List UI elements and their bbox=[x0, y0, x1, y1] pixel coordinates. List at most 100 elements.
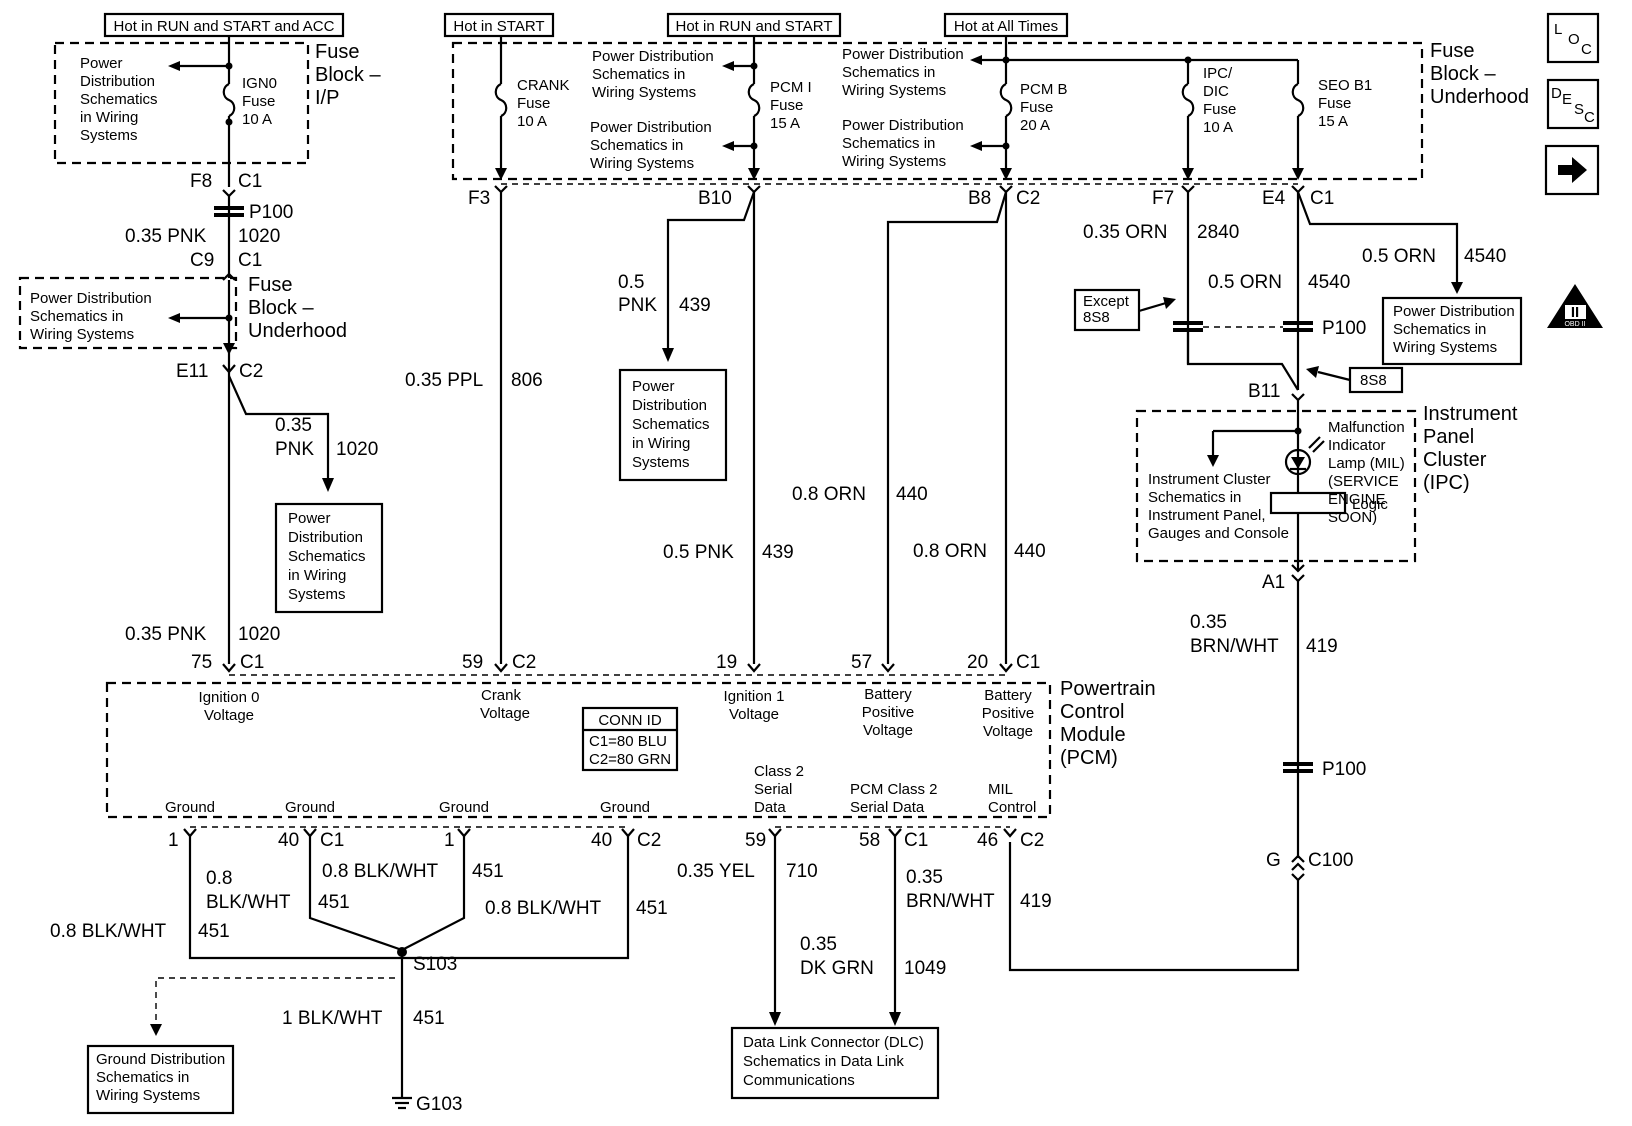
svg-text:C: C bbox=[1581, 41, 1592, 58]
svg-text:Data Link Connector (DLC): Data Link Connector (DLC) bbox=[743, 1034, 924, 1051]
svg-text:Voltage: Voltage bbox=[204, 707, 254, 724]
svg-text:8S8: 8S8 bbox=[1360, 372, 1387, 389]
svg-text:0.35: 0.35 bbox=[906, 867, 943, 888]
svg-text:Ground: Ground bbox=[165, 799, 215, 816]
svg-text:0.8 BLK/WHT: 0.8 BLK/WHT bbox=[50, 921, 167, 942]
p100-inline-connector-ipc: P100 bbox=[1173, 318, 1366, 339]
svg-text:440: 440 bbox=[1014, 541, 1046, 562]
svg-text:Fuse: Fuse bbox=[242, 93, 275, 110]
svg-text:4540: 4540 bbox=[1308, 272, 1350, 293]
svg-text:Ground: Ground bbox=[439, 799, 489, 816]
hot-label-all-times: Hot at All Times bbox=[943, 12, 1069, 38]
svg-text:439: 439 bbox=[762, 542, 794, 563]
svg-text:Block –: Block – bbox=[315, 64, 381, 86]
svg-text:BRN/WHT: BRN/WHT bbox=[1190, 636, 1279, 657]
pcm-b-fuse bbox=[999, 82, 1013, 118]
svg-text:Wiring Systems: Wiring Systems bbox=[30, 326, 134, 343]
svg-text:Ignition 1: Ignition 1 bbox=[724, 688, 785, 705]
fuse-block-ip-title: Fuse Block – I/P bbox=[315, 41, 381, 109]
svg-text:Power Distribution: Power Distribution bbox=[592, 48, 714, 65]
svg-text:1020: 1020 bbox=[238, 624, 280, 645]
svg-text:O: O bbox=[1568, 31, 1580, 48]
svg-text:C100: C100 bbox=[1308, 850, 1353, 871]
seo-b1-fuse bbox=[1291, 82, 1305, 118]
svg-text:Wiring Systems: Wiring Systems bbox=[592, 84, 696, 101]
svg-text:10 A: 10 A bbox=[517, 113, 547, 130]
svg-text:CRANK: CRANK bbox=[517, 77, 570, 94]
svg-text:58: 58 bbox=[859, 830, 880, 851]
svg-text:P100: P100 bbox=[249, 202, 293, 223]
svg-text:IGN0: IGN0 bbox=[242, 75, 277, 92]
svg-text:15 A: 15 A bbox=[770, 115, 800, 132]
loc-icon[interactable]: L O C bbox=[1546, 12, 1600, 64]
ipc-dic-fuse bbox=[1181, 82, 1195, 118]
svg-text:S103: S103 bbox=[413, 954, 457, 975]
power-dist-ref-pcmi-top: Power Distribution Schematics in Wiring … bbox=[592, 48, 714, 101]
svg-text:Wiring Systems: Wiring Systems bbox=[590, 155, 694, 172]
svg-text:2840: 2840 bbox=[1197, 222, 1239, 243]
svg-text:Except: Except bbox=[1083, 293, 1130, 310]
svg-text:Wiring Systems: Wiring Systems bbox=[842, 82, 946, 99]
svg-text:Systems: Systems bbox=[288, 586, 346, 603]
svg-text:Power Distribution: Power Distribution bbox=[842, 46, 964, 63]
svg-text:ENGINE: ENGINE bbox=[1328, 491, 1386, 508]
svg-text:Power: Power bbox=[80, 55, 123, 72]
svg-text:Control: Control bbox=[1060, 701, 1124, 723]
next-arrow-icon[interactable] bbox=[1544, 144, 1600, 196]
svg-text:C1: C1 bbox=[238, 171, 262, 192]
svg-text:0.5 ORN: 0.5 ORN bbox=[1362, 246, 1436, 267]
svg-text:C1: C1 bbox=[1016, 652, 1040, 673]
svg-text:Block –: Block – bbox=[248, 297, 314, 319]
conn-id-box bbox=[581, 706, 679, 772]
svg-text:1: 1 bbox=[444, 830, 455, 851]
ign0-fuse-label: IGN0 Fuse 10 A bbox=[242, 75, 277, 128]
mil-lamp-icon bbox=[1284, 436, 1325, 476]
power-dist-ref-pcmb-top: Power Distribution Schematics in Wiring … bbox=[842, 46, 964, 99]
fuse-block-ip-outline bbox=[53, 41, 310, 165]
svg-text:C2: C2 bbox=[239, 361, 263, 382]
svg-text:57: 57 bbox=[851, 652, 872, 673]
svg-text:19: 19 bbox=[716, 652, 737, 673]
svg-text:Voltage: Voltage bbox=[983, 723, 1033, 740]
svg-text:C1: C1 bbox=[1310, 188, 1334, 209]
svg-text:DK GRN: DK GRN bbox=[800, 958, 874, 979]
svg-text:1049: 1049 bbox=[904, 958, 946, 979]
svg-text:0.35 YEL: 0.35 YEL bbox=[677, 861, 755, 882]
svg-text:C2: C2 bbox=[1020, 830, 1044, 851]
power-dist-box-1020 bbox=[274, 502, 384, 614]
svg-text:Battery: Battery bbox=[864, 686, 912, 703]
ground-symbol-icon bbox=[392, 1096, 412, 1110]
svg-text:Ground Distribution: Ground Distribution bbox=[96, 1051, 225, 1068]
svg-text:1 BLK/WHT: 1 BLK/WHT bbox=[282, 1008, 383, 1029]
power-dist-ref-pcmb-bottom: Power Distribution Schematics in Wiring … bbox=[842, 117, 964, 170]
svg-text:PCM I: PCM I bbox=[770, 79, 812, 96]
svg-text:Schematics in: Schematics in bbox=[96, 1069, 189, 1086]
svg-text:Fuse: Fuse bbox=[315, 41, 359, 63]
svg-text:Module: Module bbox=[1060, 724, 1126, 746]
svg-text:Crank: Crank bbox=[481, 687, 522, 704]
svg-text:G103: G103 bbox=[416, 1094, 462, 1115]
svg-text:0.8 ORN: 0.8 ORN bbox=[913, 541, 987, 562]
svg-text:Systems: Systems bbox=[80, 127, 138, 144]
svg-text:Power Distribution: Power Distribution bbox=[1393, 303, 1515, 320]
fuse-block-underhood-left-outline bbox=[18, 276, 238, 350]
option-except-8s8 bbox=[1073, 288, 1141, 332]
svg-text:S: S bbox=[1574, 101, 1584, 118]
svg-text:C1: C1 bbox=[240, 652, 264, 673]
desc-icon[interactable]: D E S C bbox=[1546, 78, 1600, 130]
svg-text:IPC/: IPC/ bbox=[1203, 65, 1233, 82]
svg-text:451: 451 bbox=[472, 861, 504, 882]
svg-text:PNK: PNK bbox=[275, 439, 314, 460]
svg-text:Schematics in: Schematics in bbox=[842, 64, 935, 81]
svg-text:CONN ID: CONN ID bbox=[598, 712, 662, 729]
svg-text:Schematics: Schematics bbox=[632, 416, 710, 433]
svg-text:D: D bbox=[1551, 85, 1562, 102]
p100-inline-connector-left: P100 bbox=[214, 202, 293, 223]
svg-text:0.8 ORN: 0.8 ORN bbox=[792, 484, 866, 505]
svg-text:10 A: 10 A bbox=[242, 111, 272, 128]
ipc-outline bbox=[1135, 409, 1417, 563]
svg-text:0.8 BLK/WHT: 0.8 BLK/WHT bbox=[322, 861, 439, 882]
svg-text:0.35: 0.35 bbox=[275, 415, 312, 436]
svg-text:(IPC): (IPC) bbox=[1423, 472, 1470, 494]
